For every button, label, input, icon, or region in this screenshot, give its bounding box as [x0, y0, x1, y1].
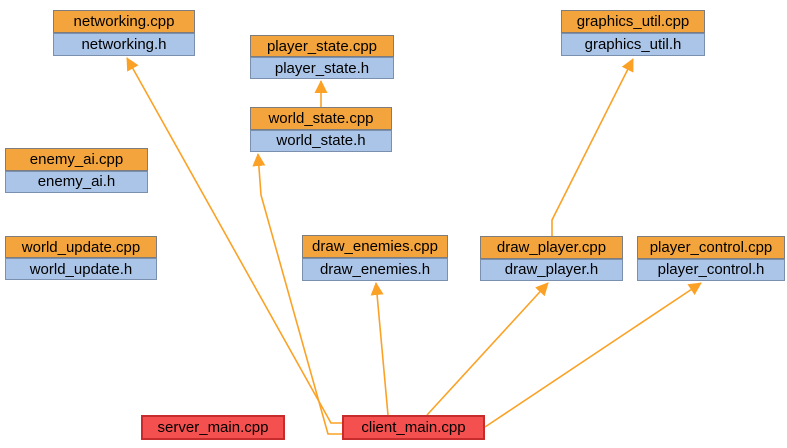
player_control-h-label: player_control.h — [657, 261, 765, 279]
graphics_util-cpp-cell[interactable]: graphics_util.cpp — [561, 10, 705, 33]
world_update-h-label: world_update.h — [29, 260, 133, 278]
node-draw_enemies[interactable]: draw_enemies.cpp draw_enemies.h — [302, 235, 448, 281]
player_control-h-cell[interactable]: player_control.h — [637, 258, 785, 281]
node-player_control[interactable]: player_control.cpp player_control.h — [637, 236, 785, 281]
node-networking[interactable]: networking.cpp networking.h — [53, 10, 195, 56]
player_state-cpp-cell[interactable]: player_state.cpp — [250, 35, 394, 57]
node-server_main[interactable]: server_main.cpp — [141, 415, 285, 440]
player_state-h-cell[interactable]: player_state.h — [250, 57, 394, 79]
player_control-cpp-label: player_control.cpp — [649, 238, 773, 256]
node-player_state[interactable]: player_state.cpp player_state.h — [250, 35, 394, 79]
draw_enemies-h-cell[interactable]: draw_enemies.h — [302, 258, 448, 281]
networking-h-cell[interactable]: networking.h — [53, 33, 195, 56]
world_update-h-cell[interactable]: world_update.h — [5, 258, 157, 280]
enemy_ai-cpp-label: enemy_ai.cpp — [29, 150, 124, 168]
edge-client_main_cpp-to-draw_player_h — [426, 282, 549, 416]
enemy_ai-h-label: enemy_ai.h — [37, 173, 116, 191]
world_state-cpp-cell[interactable]: world_state.cpp — [250, 107, 392, 130]
draw_player-h-label: draw_player.h — [504, 261, 599, 279]
node-enemy_ai[interactable]: enemy_ai.cpp enemy_ai.h — [5, 148, 148, 193]
world_update-cpp-label: world_update.cpp — [21, 238, 141, 256]
draw_enemies-h-label: draw_enemies.h — [319, 261, 431, 278]
edge-draw_player_cpp-to-graphics_util_h — [551, 58, 634, 236]
edge-client_main_cpp-to-player_control_h — [484, 282, 702, 428]
node-graphics_util[interactable]: graphics_util.cpp graphics_util.h — [561, 10, 705, 56]
client_main-label: client_main.cpp — [361, 419, 466, 436]
world_state-h-cell[interactable]: world_state.h — [250, 129, 392, 152]
player_state-h-label: player_state.h — [274, 59, 370, 77]
enemy_ai-h-cell[interactable]: enemy_ai.h — [5, 170, 148, 193]
node-world_update[interactable]: world_update.cpp world_update.h — [5, 236, 157, 280]
draw_enemies-cpp-label: draw_enemies.cpp — [312, 238, 438, 255]
player_control-cpp-cell[interactable]: player_control.cpp — [637, 236, 785, 259]
draw_player-cpp-label: draw_player.cpp — [496, 238, 607, 256]
server_main-label: server_main.cpp — [157, 419, 269, 436]
node-draw_player[interactable]: draw_player.cpp draw_player.h — [480, 236, 623, 281]
networking-h-label: networking.h — [81, 36, 167, 53]
world_update-cpp-cell[interactable]: world_update.cpp — [5, 236, 157, 258]
networking-cpp-label: networking.cpp — [73, 13, 175, 30]
player_state-cpp-label: player_state.cpp — [266, 37, 378, 55]
networking-cpp-cell[interactable]: networking.cpp — [53, 10, 195, 33]
draw_player-h-cell[interactable]: draw_player.h — [480, 258, 623, 281]
graphics_util-cpp-label: graphics_util.cpp — [576, 13, 690, 30]
edge-client_main_cpp-to-world_state_h — [252, 153, 342, 435]
edge-client_main_cpp-to-draw_enemies_h — [370, 282, 389, 416]
draw_enemies-cpp-cell[interactable]: draw_enemies.cpp — [302, 235, 448, 258]
graphics_util-h-label: graphics_util.h — [584, 36, 682, 53]
draw_player-cpp-cell[interactable]: draw_player.cpp — [480, 236, 623, 259]
world_state-cpp-label: world_state.cpp — [268, 109, 374, 127]
node-world_state[interactable]: world_state.cpp world_state.h — [250, 107, 392, 152]
world_state-h-label: world_state.h — [276, 132, 366, 150]
graphics_util-h-cell[interactable]: graphics_util.h — [561, 33, 705, 56]
node-client_main[interactable]: client_main.cpp — [342, 415, 485, 440]
enemy_ai-cpp-cell[interactable]: enemy_ai.cpp — [5, 148, 148, 171]
